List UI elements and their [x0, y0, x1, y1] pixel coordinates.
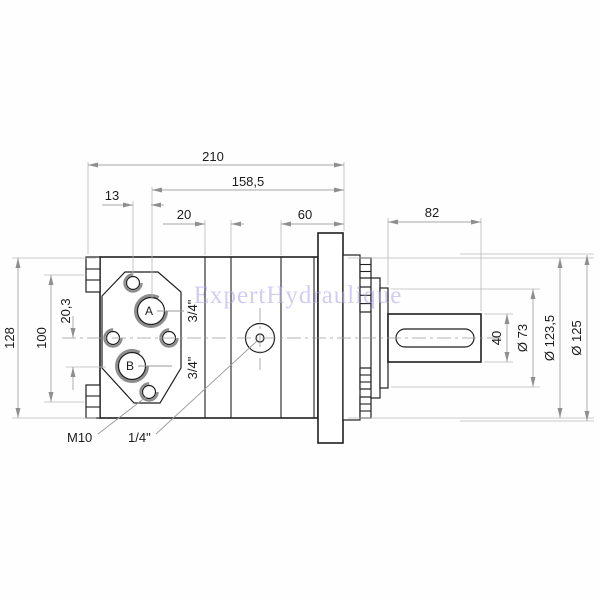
quarter-inch-leader [155, 340, 258, 435]
mounting-lug-bottom [85, 384, 101, 419]
dim-210-label: 210 [202, 149, 224, 164]
port-texts: A B 3/4" 3/4" [126, 299, 200, 379]
dim-128-label: 128 [2, 327, 17, 349]
m10-leader [97, 396, 147, 435]
dim-73-label: Ø 73 [515, 324, 530, 352]
quarter-inch-label: 1/4" [128, 430, 151, 445]
port-a-label: A [145, 304, 153, 318]
mounting-lug-top [85, 256, 101, 293]
extension-lines [12, 162, 594, 422]
dim-13-label: 13 [105, 188, 119, 203]
callout-texts: M10 1/4" [67, 430, 151, 445]
dim-20-3-label: 20,3 [58, 298, 73, 323]
dim-60-label: 60 [298, 207, 312, 222]
dim-82-label: 82 [425, 205, 439, 220]
dim-123-5-label: Ø 123,5 [542, 315, 557, 361]
end-cover-collar [342, 254, 361, 421]
dimension-lines [15, 162, 590, 421]
m10-label: M10 [67, 430, 92, 445]
port-a-thread-label: 3/4" [185, 299, 200, 322]
dimension-texts: 210 158,5 13 20 60 82 128 100 20,3 40 Ø … [2, 149, 584, 361]
motor-body-group [85, 232, 482, 444]
dim-100-label: 100 [34, 327, 49, 349]
dim-40-label: 40 [489, 331, 504, 345]
dim-20-label: 20 [177, 207, 191, 222]
port-b-label: B [126, 359, 134, 373]
watermark-text: ExpertHydraulique [194, 282, 403, 309]
dim-125-label: Ø 125 [569, 320, 584, 355]
dim-158-5-label: 158,5 [232, 174, 265, 189]
port-b-thread-label: 3/4" [185, 356, 200, 379]
